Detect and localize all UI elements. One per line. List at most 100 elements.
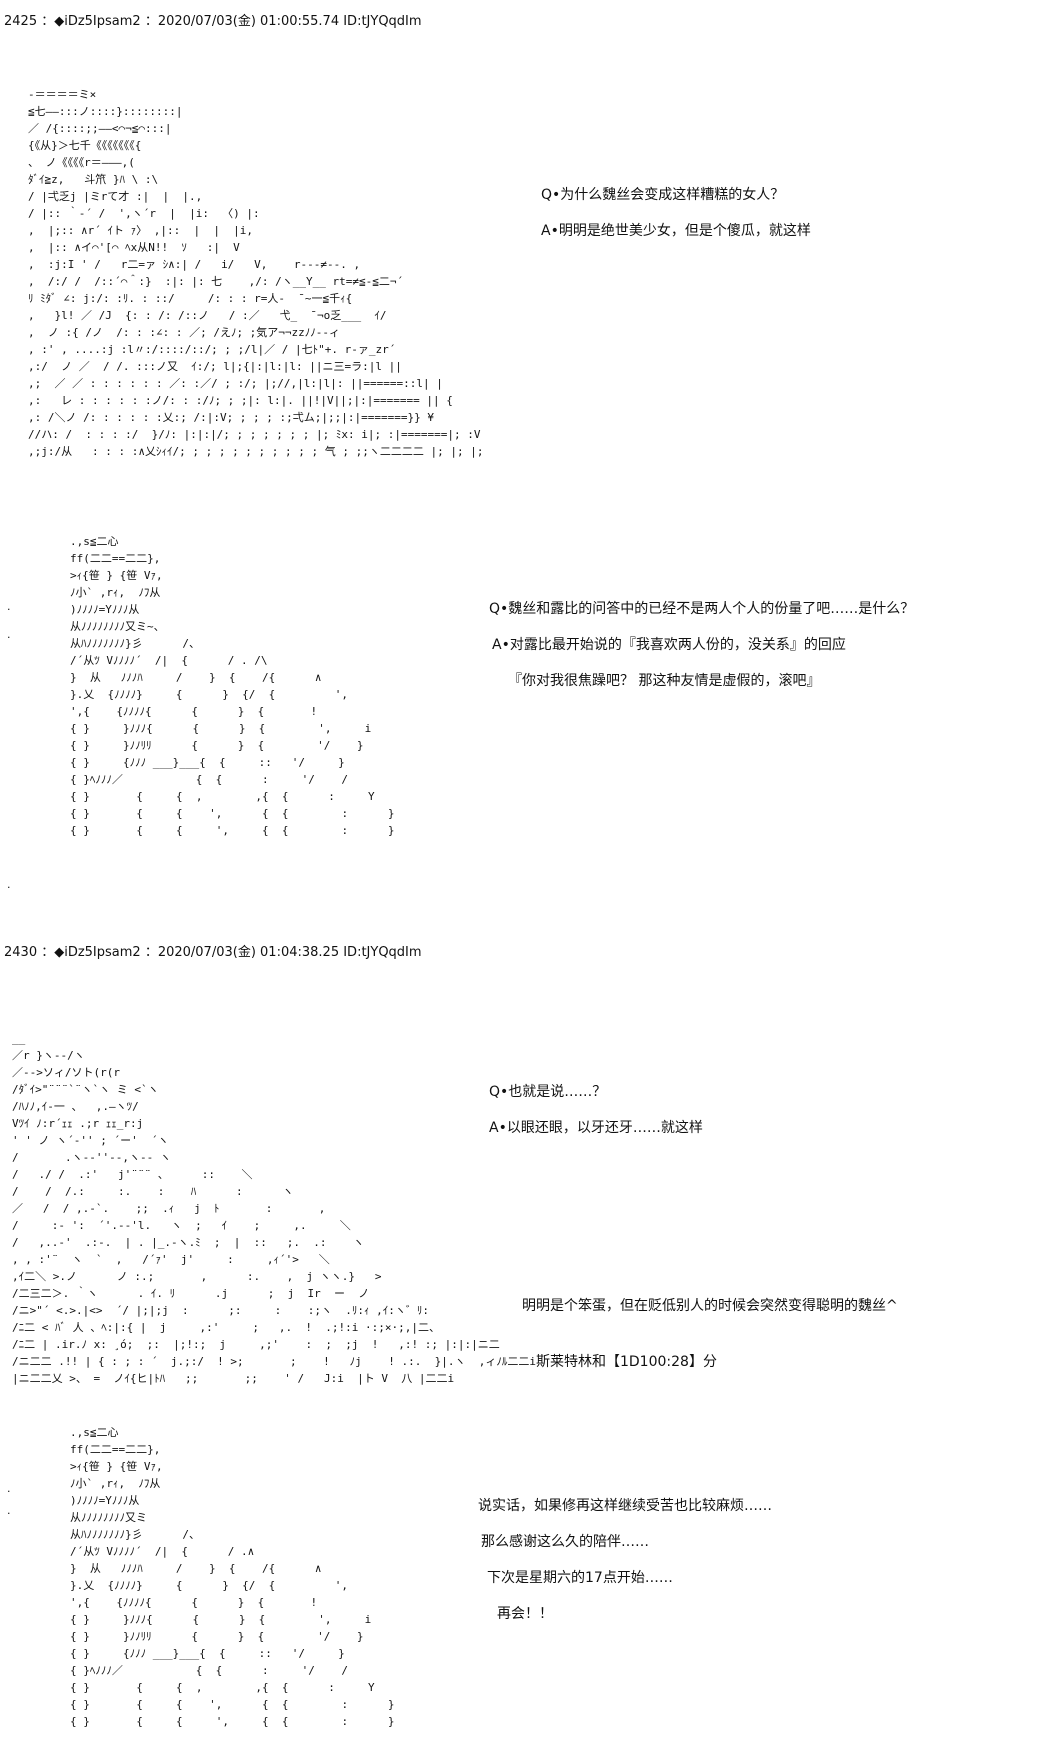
ascii-art-line: )ﾉﾉﾉﾉ=Yﾉﾉﾉ从: [70, 603, 140, 616]
ascii-art-line: /ﾊﾉﾉ,ｲ-一 、 ,.—ヽﾂ/: [12, 1100, 139, 1113]
post-header: 2430 ：◆iDz5Ipsam2 ：2020/07/03(金) 01:04:3…: [4, 945, 422, 960]
ascii-art-line: { } { { , ,{ { : Y: [70, 1681, 375, 1694]
ascii-art-line: ff(二二==二二},: [70, 1443, 161, 1456]
ascii-art-line: ,; ／ ／ : : : : : : ／: :／/ ; :/; |;//,|l:…: [28, 377, 443, 390]
ascii-art-line: /´从ﾂ Vﾉﾉﾉﾉ´ /| { / . /\: [70, 654, 268, 667]
ascii-art-line: //ハ: / : : : :/ }/ﾉ: |:|:|/; ; ; ; ; ; ;…: [28, 428, 481, 441]
ascii-art-line: ,:/ ノ ／ / /. :::ノ又 ｲ:/; l|;{|:|l:|l: ||ニ…: [28, 360, 402, 373]
ascii-art-line: { } {ﾉﾉﾉ ___}___{ { :: '/ }: [70, 1647, 345, 1660]
ascii-art-line: /ニ>"´ <.>.|<> ´/ |;|;j : ;: : :;ヽ .ﾘ:ｨ ,…: [12, 1304, 429, 1317]
ascii-art-line: { } { { ', { { : }: [70, 1715, 395, 1728]
ascii-art-cloaked-girl: __ ／r }ヽ--/ヽ ／-->ソィ/ソト(r(r/ﾀﾞｲ>"¨¨¨`¨ヽ`ヽ ミ…: [12, 1030, 536, 1387]
ascii-art-line: ／ /{::::;;——<⌒¬≦⌒:::|: [28, 122, 172, 135]
ascii-art-line: / |:: ｀-´ / ',ヽ´r | |i: 〈) |:: [28, 207, 260, 220]
ascii-art-line: { } }ﾉﾉﾉ{ { } { ', i: [70, 722, 372, 735]
post-header: 2425 ：◆iDz5Ipsam2 ：2020/07/03(金) 01:00:5…: [4, 14, 422, 29]
ascii-art-line: / .ヽ--''--,ヽ-- ヽ: [12, 1151, 171, 1164]
ascii-art-line: >ｨ{笹 } {笹 Vｧ,: [70, 569, 163, 582]
ascii-art-line: ／ / / ,.-`. ;; .ｨ j ﾄ : ,: [12, 1202, 326, 1215]
closing-line: 下次是星期六的17点开始……: [487, 1570, 673, 1586]
ascii-art-line: ,: レ : : : : : :ノ/: : :/ﾉ; ; ;|: l:|. ||…: [28, 394, 453, 407]
ascii-art-line: ,ｲ二＼ >.ノ ノ :.; , :. , j ヽヽ.} >: [12, 1270, 382, 1283]
result-line: 斯莱特林和【1D100:28】分: [536, 1354, 717, 1370]
ascii-art-line: |ニ二二乂 >、 = ノｲ{ヒ|ﾄﾊ ;; ;; ' / J:i |ト V 八 …: [12, 1372, 455, 1385]
qa-line: Q•魏丝和露比的问答中的已经不是两人个人的份量了吧……是什么？: [489, 601, 915, 617]
ascii-art-line: { } { { ', { { : }: [70, 824, 395, 837]
ascii-art-line: ' ' ノ ヽ´‐'' ; ´ー' ´ヽ: [12, 1134, 169, 1147]
ascii-art-line: /ﾆ二 < ﾊﾞ 人 、ﾍ:|:{ | j ,:' ; ,. ! .;!:i ·…: [12, 1321, 440, 1334]
ascii-art-line: ﾀﾞｲ≧z, 斗笊 }ﾊ \ :\: [28, 173, 159, 186]
ascii-art-line: { } {ﾉﾉﾉ ___}___{ { :: '/ }: [70, 756, 345, 769]
margin-dot: .: [7, 1482, 11, 1495]
narration-line: 明明是个笨蛋，但在贬低别人的时候会突然变得聪明的魏丝^: [522, 1298, 898, 1314]
ascii-art-line: }.乂 {ﾉﾉﾉﾉ} { } {/ { ',: [70, 688, 349, 701]
ascii-art-line: , :' , ....:j :l〃:/::::/::/; ; ;/l|／ / |…: [28, 343, 396, 356]
ascii-art-line: , |:: ∧イ⌒'[⌒ ﾍx从N!! ｿ :| V: [28, 241, 240, 254]
qa-line: Q•也就是说……？: [489, 1084, 607, 1100]
ascii-art-line: /ﾀﾞｲ>"¨¨¨`¨ヽ`ヽ ミ <`ヽ: [12, 1083, 159, 1096]
ascii-art-line: , /:/ / /::´⌒＾:} :|: |: 七 ,/: /ヽ__Y__ rt…: [28, 275, 404, 288]
ascii-art-line: 从ﾊﾉﾉﾉﾉﾉﾉﾉ}彡 /、: [70, 637, 200, 650]
closing-line: 再会！！: [497, 1606, 553, 1622]
ascii-art-line: ',{ {ﾉﾉﾉﾉ{ { } { !: [70, 1596, 318, 1609]
ascii-art-line: { } }ﾉﾉﾉ{ { } { ', i: [70, 1613, 372, 1626]
ascii-art-line: { } { { , ,{ { : Y: [70, 790, 375, 803]
ascii-art-line: / ./ / .:' j'¨¨¨ 、 :: ＼: [12, 1168, 253, 1181]
ascii-art-line: 从ﾊﾉﾉﾉﾉﾉﾉﾉ}彡 /、: [70, 1528, 200, 1541]
qa-line: A•明明是绝世美少女，但是个傻瓜，就这样: [541, 223, 811, 239]
ascii-art-line: ff(二二==二二},: [70, 552, 161, 565]
ascii-art-line: , , :'¨ ヽ ` , /´ｧ' j' : ,ｨ´'> ＼: [12, 1253, 330, 1266]
ascii-art-line: /ニ二二 .!! | { : ; : ´ j.;:/ ! >; ; ! ﾉj !…: [12, 1355, 536, 1368]
ascii-art-line: ',{ {ﾉﾉﾉﾉ{ { } { !: [70, 705, 318, 718]
ascii-art-line: { }ﾍﾉﾉﾉ／ { { : '/ /: [70, 773, 349, 786]
ascii-art-line: , :j:I ' / r二=ァ ｼ∧:| / i/ V, r---≠--. ,: [28, 258, 361, 271]
ascii-art-standing-girl: .,s≦二心 ff(二二==二二}, >ｨ{笹 } {笹 Vｧ, ﾉ小` ,rｨ, ﾉ…: [70, 533, 395, 839]
ascii-art-line: >ｨ{笹 } {笹 Vｧ,: [70, 1460, 163, 1473]
ascii-art-line: )ﾉﾉﾉﾉ=Yﾉﾉﾉ从: [70, 1494, 140, 1507]
ascii-art-line: / ,..-' .:-. | . |_.-ヽ.ﾐ ; | :: ;. .: ヽ: [12, 1236, 365, 1249]
margin-dot: .: [7, 1504, 11, 1517]
qa-line: A•对露比最开始说的『我喜欢两人份的，没关系』的回应: [492, 637, 846, 653]
ascii-art-line: { } }ﾉﾉﾘﾘ { } { '/ }: [70, 739, 364, 752]
ascii-art-line: / / /.: :. : ﾊ : ヽ: [12, 1185, 294, 1198]
closing-line: 说实话，如果修再这样继续受苦也比较麻烦……: [478, 1498, 772, 1514]
ascii-art-line: { } { { ', { { : }: [70, 807, 395, 820]
ascii-art-line: /二三二＞. ｀ヽ . ｲ. ﾘ .j ; j Ir ー ノ: [12, 1287, 370, 1300]
ascii-art-line: }.乂 {ﾉﾉﾉﾉ} { } {/ { ',: [70, 1579, 349, 1592]
margin-dot: .: [7, 628, 11, 641]
ascii-art-line: / |弌乏j |ミrて才 :| | |.,: [28, 190, 203, 203]
ascii-art-line: ／r }ヽ--/ヽ: [12, 1049, 85, 1062]
closing-line: 那么感谢这么久的陪伴……: [481, 1534, 649, 1550]
ascii-art-line: { } { { ', { { : }: [70, 1698, 395, 1711]
ascii-art-line: {《从}＞七千《《《《《《《{: [28, 139, 142, 152]
ascii-art-line: 从ﾉﾉﾉﾉﾉﾉﾉﾉ又ミ: [70, 1511, 147, 1524]
ascii-art-line: /ﾆ二 | .ir.ﾉ x: ¸ó; ;: |;!:; j ,;' : ; ;j…: [12, 1338, 500, 1351]
ascii-art-line: Vﾂｲ ﾉ:r´ｪｪ .;r ｪｪ_r:j: [12, 1117, 144, 1130]
ascii-art-line: ﾘ ﾐﾀﾞ ∠: j:/: :ﾘ. : ::/ /: : : r=人‐ ̄ ~一…: [28, 292, 353, 305]
ascii-art-line: { } }ﾉﾉﾘﾘ { } { '/ }: [70, 1630, 364, 1643]
ascii-art-line: ／-->ソィ/ソト(r(r: [12, 1066, 120, 1079]
ascii-art-line: ,: /＼ノ /: : : : : :乂:; /:|:V; ; ; ; :;弌ム…: [28, 411, 434, 424]
ascii-art-line: /´从ﾂ Vﾉﾉﾉﾉ´ /| { / .∧: [70, 1545, 255, 1558]
ascii-art-line: , |;:: ∧r´ ｲト ｧ〉 ,|:: | | |i,: [28, 224, 254, 237]
ascii-art-line: 、 ノ《《《《r＝———,(: [28, 156, 135, 169]
qa-line: A•以眼还眼，以牙还牙……就这样: [489, 1120, 703, 1136]
ascii-art-line: ﾉ小` ,rｨ, ﾉﾌ从: [70, 586, 161, 599]
ascii-art-line: ,;j:/从 : : : :∧乂ｼｨｲ/; ; ; ; ; ; ; ; ; ; …: [28, 445, 484, 458]
margin-dot: .: [7, 878, 11, 891]
qa-line: 『你对我很焦躁吧？ 那这种友情是虚假的，滚吧』: [508, 673, 821, 689]
ascii-art-line: } 从 ﾉﾉﾉﾊ / } { /{ ∧: [70, 671, 322, 684]
ascii-art-line: , ノ :{ /ノ /: : :∠: : ／; /えﾉ; ;気ア¬¬zzﾉﾉ--…: [28, 326, 341, 339]
ascii-art-line: 从ﾉﾉﾉﾉﾉﾉﾉﾉ又ミ~、: [70, 620, 165, 633]
ascii-art-line: -＝＝＝＝ミ×: [28, 88, 97, 101]
ascii-art-line: / :‐ ': ´'.--'l. ヽ ; ｲ ; ,. ＼: [12, 1219, 351, 1232]
ascii-art-line: ﾉ小` ,rｨ, ﾉﾌ从: [70, 1477, 161, 1490]
ascii-art-line: } 从 ﾉﾉﾉﾊ / } { /{ ∧: [70, 1562, 322, 1575]
ascii-art-line: __: [12, 1032, 26, 1045]
ascii-art-line: .,s≦二心: [70, 535, 119, 548]
ascii-art-line: { }ﾍﾉﾉﾉ／ { { : '/ /: [70, 1664, 349, 1677]
ascii-art-line: ≦七——:::ノ::::}::::::::|: [28, 105, 183, 118]
qa-line: Q•为什么魏丝会变成这样糟糕的女人？: [541, 187, 785, 203]
margin-dot: .: [7, 600, 11, 613]
